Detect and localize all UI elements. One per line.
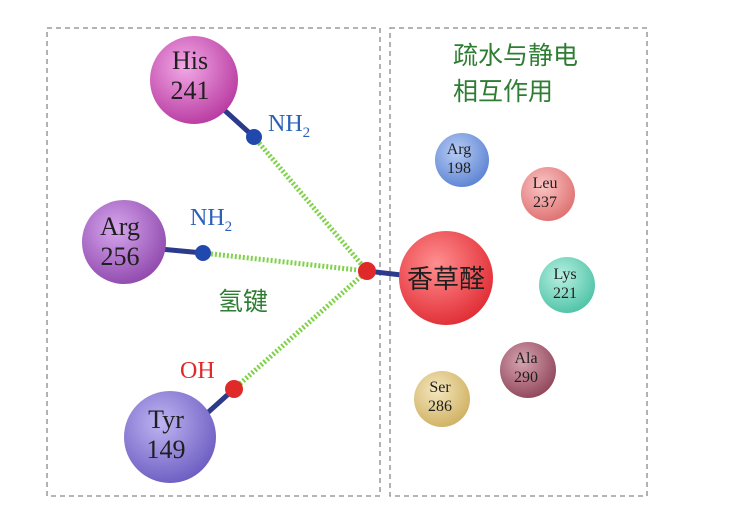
ligand-label: 香草醛 [407, 265, 485, 295]
his241-nh2-atom [246, 129, 262, 145]
arg256-number: 256 [101, 242, 140, 271]
ser286-name: Ser [429, 379, 451, 396]
hydrophobic-caption-line1: 疏水与静电 [453, 41, 578, 70]
hbond-line-arg256 [202, 250, 368, 274]
lys221-name: Lys [553, 266, 576, 283]
his241-number: 241 [171, 76, 210, 105]
ligand-sphere [399, 231, 493, 325]
ser286-number: 286 [428, 398, 452, 415]
arg256-group-label: NH2 [190, 205, 232, 235]
hydrophobic-caption-line2: 相互作用 [453, 77, 553, 106]
tyr149-oh-atom [225, 380, 243, 398]
ala290-number: 290 [514, 369, 538, 386]
hydrophobic-panel-border [389, 27, 648, 497]
arg198-number: 198 [447, 160, 471, 177]
his241-group-label: NH2 [268, 111, 310, 141]
arg198-sphere [435, 133, 489, 187]
his241-name: His [172, 46, 208, 75]
tyr149-number: 149 [147, 435, 186, 464]
lys221-sphere [539, 257, 595, 313]
hbond-caption: 氢键 [218, 287, 268, 316]
arg256-nh2-atom [195, 245, 211, 261]
ala290-name: Ala [514, 350, 537, 367]
hbond-line-his241 [252, 135, 369, 273]
arg256-sphere [82, 200, 166, 284]
ligand-oxygen-atom [358, 262, 376, 280]
leu237-name: Leu [533, 175, 558, 192]
lys221-number: 221 [553, 285, 577, 302]
tyr149-sphere [124, 391, 216, 483]
leu237-number: 237 [533, 194, 557, 211]
arg256-name: Arg [100, 212, 140, 241]
tyr149-name: Tyr [148, 405, 184, 434]
ala290-sphere [500, 342, 556, 398]
arg198-name: Arg [447, 141, 472, 158]
hbond-line-tyr149 [232, 269, 369, 391]
his241-sphere [150, 36, 238, 124]
leu237-sphere [521, 167, 575, 221]
ser286-sphere [414, 371, 470, 427]
tyr149-group-label: OH [180, 358, 215, 384]
hbond-panel-border [46, 27, 381, 497]
